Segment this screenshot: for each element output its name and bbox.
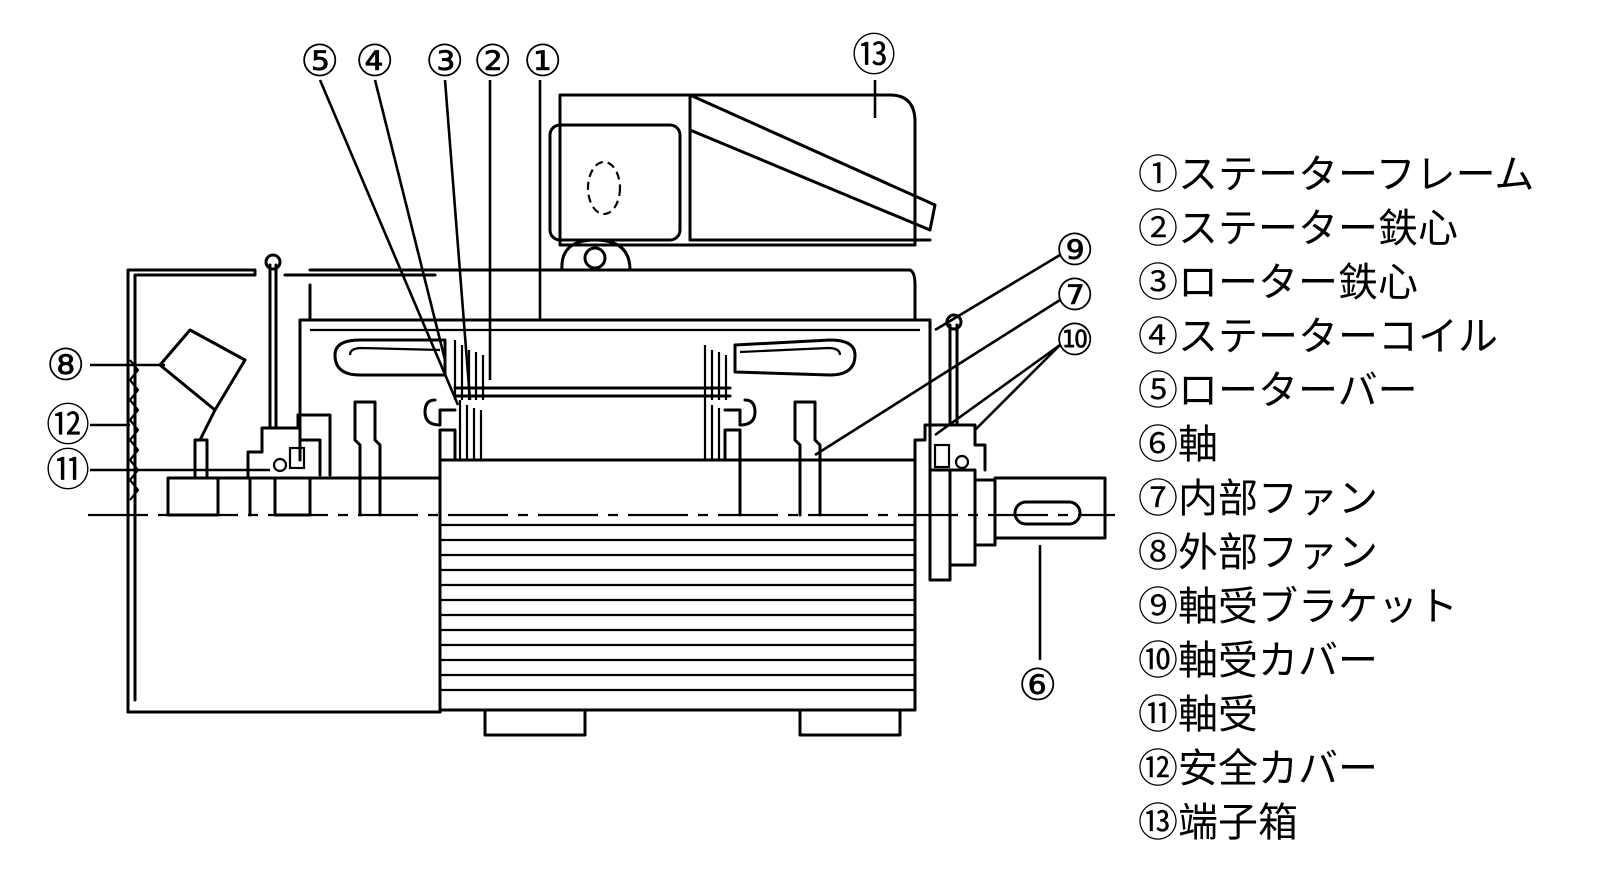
rotor	[423, 398, 757, 517]
callout-13: ⑬	[852, 30, 896, 81]
external-fan	[158, 328, 247, 517]
right-bearing-assembly	[913, 313, 1107, 582]
legend-item-external-fan: ⑧外部ファン	[1138, 530, 1378, 576]
callout-labels: ① ② ③ ④ ⑤ ⑬ ⑨ ⑦ ⑩ ⑧ ⑫ ⑪ ⑥	[46, 30, 1094, 711]
legend-item-internal-fan: ⑦内部ファン	[1138, 476, 1378, 522]
stator-coils	[333, 338, 857, 377]
callout-3: ③	[425, 36, 464, 87]
callout-11: ⑪	[46, 445, 90, 496]
legend-item-shaft: ⑥軸	[1138, 422, 1218, 468]
safety-cover	[126, 268, 442, 714]
legend-item-stator-coil: ④ステーターコイル	[1138, 314, 1498, 360]
callout-4: ④	[355, 36, 394, 87]
callout-8: ⑧	[46, 340, 85, 391]
legend-item-rotor-core: ③ローター鉄心	[1138, 260, 1418, 306]
callout-1: ①	[523, 36, 562, 87]
callout-12: ⑫	[46, 400, 90, 451]
motor-cross-section-diagram: ① ② ③ ④ ⑤ ⑬ ⑨ ⑦ ⑩ ⑧ ⑫ ⑪ ⑥	[46, 30, 1115, 737]
leader-lines	[90, 79, 1061, 660]
left-bearing-assembly	[216, 253, 442, 517]
legend-item-stator-frame: ①ステーターフレーム	[1138, 152, 1535, 198]
legend-item-stator-core: ②ステーター鉄心	[1138, 206, 1458, 252]
legend-item-bearing-bracket: ⑨軸受ブラケット	[1138, 584, 1458, 630]
callout-5: ⑤	[300, 36, 339, 87]
legend-item-safety-cover: ⑫安全カバー	[1138, 746, 1378, 792]
callout-6: ⑥	[1018, 660, 1057, 711]
terminal-box	[548, 93, 937, 272]
callout-10: ⑩	[1055, 315, 1094, 366]
stator-core	[453, 340, 732, 400]
legend-item-bearing: ⑪軸受	[1138, 692, 1258, 738]
legend-item-terminal-box: ⑬端子箱	[1138, 800, 1298, 846]
motor-body-lower	[438, 458, 917, 737]
stator-frame	[298, 268, 932, 472]
callout-7: ⑦	[1055, 270, 1094, 321]
legend-item-bearing-cover: ⑩軸受カバー	[1138, 638, 1378, 684]
parts-legend: ①ステーターフレーム ②ステーター鉄心 ③ローター鉄心 ④ステーターコイル ⑤ロ…	[1138, 148, 1608, 850]
legend-item-rotor-bar: ⑤ローターバー	[1138, 368, 1418, 414]
callout-2: ②	[473, 36, 512, 87]
callout-9: ⑨	[1055, 225, 1094, 276]
internal-fans	[353, 400, 822, 517]
